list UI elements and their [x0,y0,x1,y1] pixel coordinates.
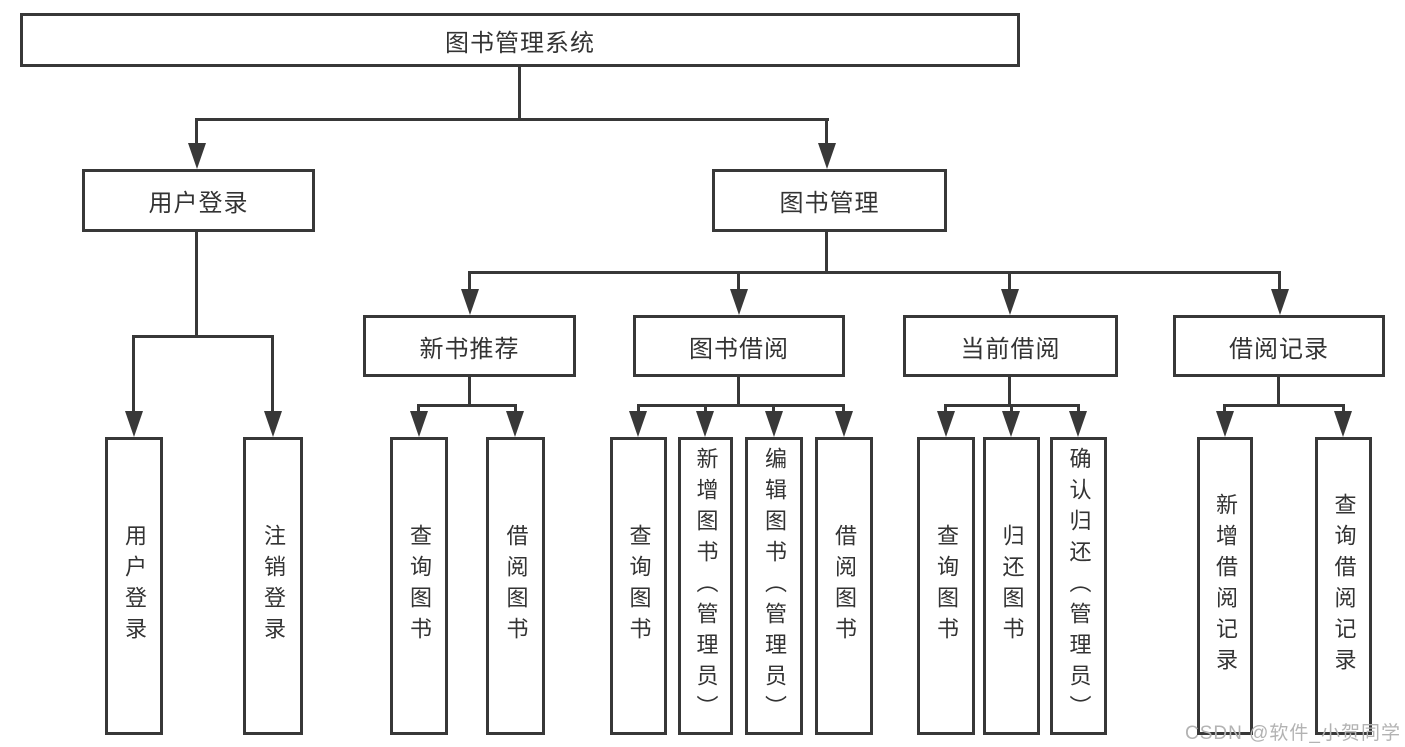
arrowhead-icon [937,411,955,437]
node-new-book-recommend-label: 新书推荐 [419,335,520,363]
connector-line [518,67,521,121]
connector-line [842,404,845,416]
leaf-add-book-admin-label: 新增图书（管理员） [693,446,719,726]
leaf-add-book-admin: 新增图书（管理员） [678,437,733,735]
arrowhead-icon [730,289,748,315]
node-current-borrow: 当前借阅 [903,315,1118,377]
connector-line [417,404,420,416]
connector-line [825,232,828,274]
leaf-confirm-return-admin-label: 确认归还（管理员） [1066,446,1092,726]
node-current-borrow-label: 当前借阅 [960,335,1061,363]
connector-line [514,404,517,416]
leaf-user-login: 用户登录 [105,437,163,735]
connector-line [195,118,198,147]
connector-line [737,271,740,292]
leaf-query-books-3-label: 查询图书 [934,524,959,648]
arrowhead-icon [188,143,206,169]
connector-line [132,335,135,414]
node-book-management-label: 图书管理 [779,190,880,217]
connector-line [1008,271,1011,292]
arrowhead-icon [629,411,647,437]
arrowhead-icon [125,411,143,437]
leaf-query-books-2-label: 查询图书 [626,524,652,648]
connector-line [1278,271,1281,292]
connector-line [1342,404,1345,416]
leaf-query-books-3: 查询图书 [917,437,975,735]
leaf-return-book-label: 归还图书 [999,524,1025,648]
leaf-logout: 注销登录 [243,437,303,735]
leaf-query-books-2: 查询图书 [610,437,667,735]
leaf-borrow-books-2-label: 借阅图书 [832,524,857,648]
connector-line [944,404,947,416]
leaf-borrow-books-1-label: 借阅图书 [503,524,529,648]
connector-line [1277,377,1280,407]
node-book-borrow-label: 图书借阅 [689,335,789,363]
leaf-query-books-1-label: 查询图书 [407,524,432,648]
leaf-borrow-books-1: 借阅图书 [486,437,545,735]
connector-line [271,335,274,414]
leaf-user-login-label: 用户登录 [122,524,147,648]
csdn-watermark: CSDN @软件_小贺同学 [1185,723,1401,744]
leaf-edit-book-admin-label: 编辑图书（管理员） [762,446,787,726]
node-book-borrow: 图书借阅 [633,315,845,377]
connector-line [637,404,845,407]
node-root: 图书管理系统 [20,13,1020,67]
arrowhead-icon [1069,411,1087,437]
leaf-add-borrow-record-label: 新增借阅记录 [1213,493,1238,679]
arrowhead-icon [1271,289,1289,315]
leaf-edit-book-admin: 编辑图书（管理员） [745,437,803,735]
leaf-query-borrow-record: 查询借阅记录 [1315,437,1372,735]
node-book-management: 图书管理 [712,169,947,232]
connector-line [1223,404,1344,407]
connector-line [825,118,828,147]
connector-line [1008,377,1011,407]
leaf-logout-label: 注销登录 [261,524,286,648]
connector-line [737,377,740,407]
connector-line [417,404,517,407]
node-user-login-label: 用户登录 [148,190,249,217]
leaf-return-book: 归还图书 [983,437,1040,735]
leaf-confirm-return-admin: 确认归还（管理员） [1050,437,1107,735]
arrowhead-icon [1334,411,1352,437]
connector-line [1077,404,1080,416]
connector-line [468,271,1281,274]
arrowhead-icon [1001,289,1019,315]
node-user-login: 用户登录 [82,169,315,232]
arrowhead-icon [410,411,428,437]
leaf-query-books-1: 查询图书 [390,437,448,735]
connector-line [468,271,471,292]
node-root-label: 图书管理系统 [445,29,595,57]
leaf-borrow-books-2: 借阅图书 [815,437,873,735]
arrowhead-icon [461,289,479,315]
arrowhead-icon [1216,411,1234,437]
connector-line [637,404,640,416]
connector-line [1223,404,1226,416]
node-borrow-records-label: 借阅记录 [1229,335,1329,363]
leaf-add-borrow-record: 新增借阅记录 [1197,437,1253,735]
connector-line [195,232,198,338]
connector-line [772,404,775,416]
connector-line [1010,404,1013,416]
leaf-query-borrow-record-label: 查询借阅记录 [1331,493,1357,679]
arrowhead-icon [765,411,783,437]
connector-line [704,404,707,416]
arrowhead-icon [264,411,282,437]
node-borrow-records: 借阅记录 [1173,315,1385,377]
arrowhead-icon [835,411,853,437]
arrowhead-icon [696,411,714,437]
arrowhead-icon [818,143,836,169]
connector-line [132,335,274,338]
connector-line [468,377,471,407]
connector-line [196,118,829,121]
arrowhead-icon [1002,411,1020,437]
arrowhead-icon [506,411,524,437]
node-new-book-recommend: 新书推荐 [363,315,576,377]
